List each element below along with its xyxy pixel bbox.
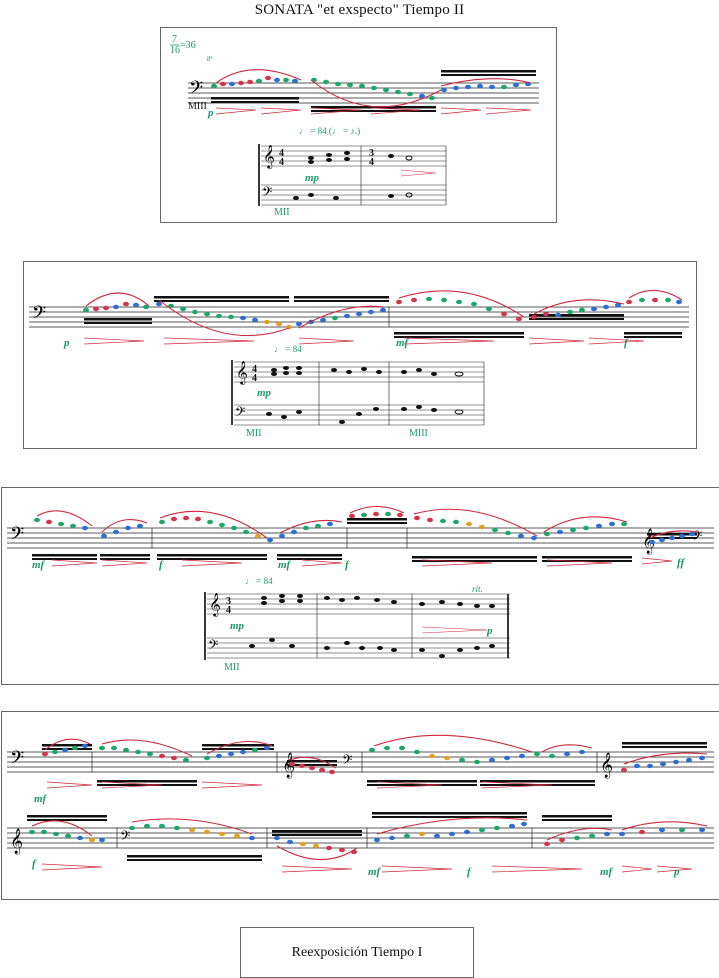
slurs-1 — [215, 69, 532, 108]
hairpins-3 — [51, 557, 673, 567]
piano-label-mii: MII — [274, 207, 290, 218]
dynamic-ff: ff — [677, 557, 685, 569]
score-system-1-svg: 7 16 =36 8ª 𝄢 — [170, 34, 539, 218]
rit-marking: rit. — [472, 584, 483, 594]
treble-clef-icon: 𝄞 — [263, 146, 275, 169]
bass-clef-icon: 𝄢 — [189, 77, 203, 102]
score-system-4: 𝄢 𝄞 𝄢 𝄞 𝄞 𝄢 — [1, 711, 719, 900]
dynamic-f-2: f — [345, 559, 350, 571]
hairpins-1 — [215, 107, 532, 115]
meter-bottom: 16 — [170, 45, 180, 56]
bass-clef-icon-2: 𝄢 — [342, 754, 352, 771]
time-sig-bottom: 4 — [279, 157, 284, 168]
bass-clef-icon: 𝄢 — [208, 639, 218, 656]
piano-hairpin — [400, 169, 437, 177]
piano-chords-3 — [249, 594, 495, 658]
notes-2 — [83, 296, 682, 330]
treble-clef-icon: 𝄞 — [209, 594, 221, 617]
beam-group-4 — [27, 742, 707, 861]
dynamic-mf-2: mf — [368, 866, 382, 878]
piano-dynamic-mp: mp — [230, 620, 245, 632]
piano-label-miii: MIII — [409, 428, 428, 439]
notes-3 — [34, 511, 695, 545]
next-section-box: Reexposición Tiempo I — [240, 927, 474, 978]
dynamic-f: f — [32, 858, 37, 870]
time-sig-bottom-2: 4 — [369, 157, 374, 168]
slurs-4 — [31, 734, 708, 861]
piano-staff-3 — [204, 592, 510, 660]
time-sig-top: 4 — [252, 364, 257, 375]
piano-dynamic-mp: mp — [257, 387, 272, 399]
dynamic-mf-3: mf — [600, 866, 614, 878]
piano-dynamic-p: p — [486, 625, 493, 637]
score-system-2-svg: 𝄢 — [29, 289, 689, 439]
treble-clef-icon: 𝄞 — [236, 362, 248, 385]
score-system-1: 7 16 =36 8ª 𝄢 — [160, 27, 557, 223]
time-sig-top: 3 — [226, 596, 231, 607]
beam-group-1a — [211, 70, 536, 112]
page-title: SONATA "et exspecto" Tiempo II — [254, 2, 465, 18]
time-sig-top-2: 3 — [369, 148, 374, 159]
bass-clef-icon: 𝄢 — [262, 186, 272, 203]
dynamic-mf: mf — [32, 559, 46, 571]
staff-3 — [7, 527, 714, 549]
beam-group-2 — [84, 296, 682, 338]
notes-4 — [29, 743, 705, 855]
dynamic-mf-2: mf — [278, 559, 292, 571]
piano-label-mii: MII — [246, 428, 262, 439]
meter-extra: 8ª — [207, 55, 213, 63]
dynamic-p: p — [673, 866, 680, 878]
treble-clef-icon-3: 𝄞 — [10, 828, 23, 854]
dynamic-f-2: f — [467, 866, 472, 878]
meter-top: 7 — [172, 34, 177, 45]
piano-chords-2 — [266, 366, 464, 424]
time-sig-bottom: 4 — [226, 605, 231, 616]
time-sig-top: 4 — [279, 148, 284, 159]
score-system-4-svg: 𝄢 𝄞 𝄢 𝄞 𝄞 𝄢 — [7, 734, 714, 878]
meter-tempo: =36 — [180, 40, 196, 51]
dynamic-f: f — [159, 559, 164, 571]
dynamic-p: p — [63, 337, 70, 349]
staff-label-miii: MIII — [188, 101, 207, 112]
bass-clef-icon: 𝄢 — [10, 747, 24, 772]
dynamic-mf: mf — [396, 337, 410, 349]
piano-chords-1 — [293, 151, 413, 200]
score-system-3: 𝄢 𝄞 𝄢 — [1, 487, 719, 685]
piano-dynamic-mp: mp — [305, 172, 320, 184]
tempo-marking: ♩ = 84 (♩ = ♪.) — [299, 126, 360, 136]
slurs-3 — [36, 505, 698, 539]
dynamic-p: p — [207, 107, 214, 119]
staff-4a — [7, 751, 714, 773]
piano-staff-1 — [258, 144, 447, 206]
score-system-3-svg: 𝄢 𝄞 𝄢 — [7, 505, 714, 673]
piano-label-mii: MII — [224, 662, 240, 673]
tempo-marking: ♩ = 84 — [245, 576, 273, 586]
dynamic-f: f — [624, 337, 629, 349]
treble-clef-icon-2: 𝄞 — [600, 752, 613, 778]
score-system-2: 𝄢 — [23, 261, 697, 449]
hairpins-4 — [41, 781, 693, 873]
piano-hairpin — [421, 626, 488, 634]
bass-clef-icon: 𝄢 — [10, 523, 24, 548]
hairpins-2 — [83, 337, 645, 345]
bass-clef-icon: 𝄢 — [32, 302, 46, 327]
slurs-2 — [85, 289, 683, 337]
dynamic-mf: mf — [34, 793, 48, 805]
time-sig-bottom: 4 — [252, 373, 257, 384]
bass-clef-icon-2: 𝄢 — [692, 530, 702, 547]
bass-clef-icon: 𝄢 — [235, 406, 245, 423]
bass-clef-icon-3: 𝄢 — [120, 830, 130, 847]
tempo-marking: ♩ = 84 — [274, 344, 302, 354]
